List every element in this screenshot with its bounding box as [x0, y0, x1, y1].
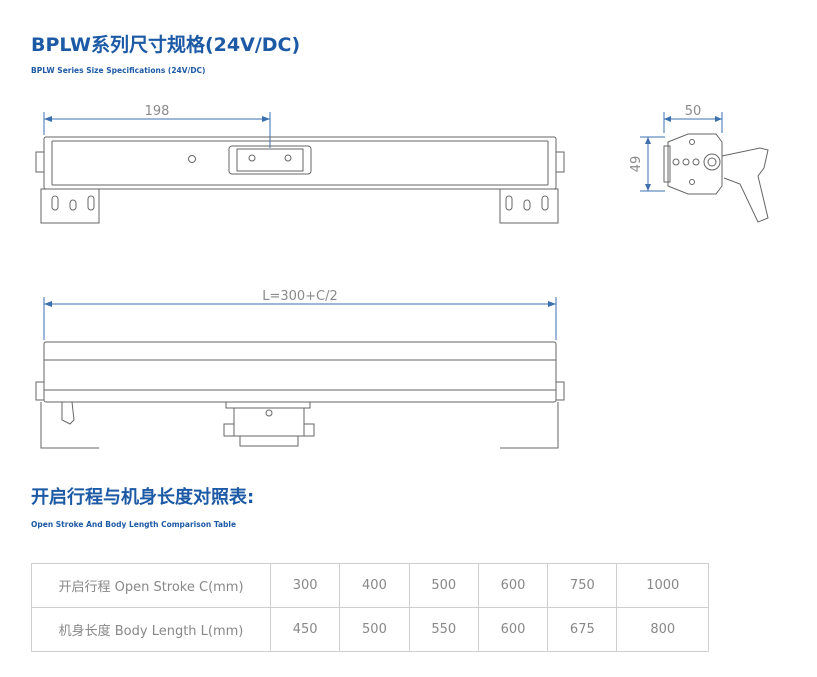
dim-total-length: L=300+C/2: [262, 289, 338, 304]
table-cell: 500: [408, 563, 479, 608]
page-title: BPLW系列尺寸规格(24V/DC): [31, 34, 301, 56]
table-cell: 675: [547, 607, 618, 652]
table-row: 开启行程 Open Stroke C(mm) 300 400 500 600 7…: [31, 563, 709, 608]
dim-top-length: 198: [145, 104, 170, 119]
table-cell: 1000: [616, 563, 709, 608]
table-cell: 400: [339, 563, 410, 608]
table-cell: 300: [269, 563, 341, 608]
dim-side-width: 50: [685, 104, 702, 119]
table-cell: 450: [269, 607, 341, 652]
technical-drawing: 198 50 49: [35, 104, 769, 449]
front-view: [35, 297, 565, 449]
table-cell: 500: [339, 607, 410, 652]
table-section-subtitle: Open Stroke And Body Length Comparison T…: [31, 520, 237, 529]
dim-side-height: 49: [629, 156, 644, 173]
page-subtitle: BPLW Series Size Specifications (24V/DC): [31, 66, 206, 75]
table-cell: 750: [547, 563, 618, 608]
table-cell: 800: [616, 607, 709, 652]
table-cell: 550: [408, 607, 479, 652]
side-view: [640, 112, 769, 223]
row-header-open-stroke: 开启行程 Open Stroke C(mm): [31, 563, 271, 608]
top-view: [35, 112, 565, 224]
table-row: 机身长度 Body Length L(mm) 450 500 550 600 6…: [31, 607, 709, 652]
table-cell: 600: [477, 607, 549, 652]
table-cell: 600: [477, 563, 549, 608]
table-section-title: 开启行程与机身长度对照表:: [31, 487, 255, 508]
row-header-body-length: 机身长度 Body Length L(mm): [31, 607, 271, 652]
comparison-table: 开启行程 Open Stroke C(mm) 300 400 500 600 7…: [31, 563, 709, 652]
